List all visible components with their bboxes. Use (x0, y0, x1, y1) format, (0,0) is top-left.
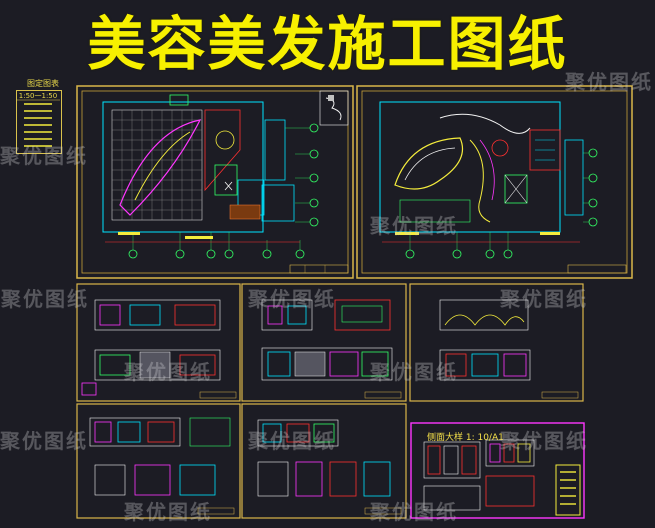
floor-plan-sheet-right (356, 85, 633, 279)
legend-table (16, 99, 60, 147)
page-title: 美容美发施工图纸 (87, 10, 568, 78)
detail-sheet-magenta (410, 422, 585, 519)
elevation-sheet-5 (241, 403, 407, 519)
floor-plan-sheet-left (76, 85, 354, 279)
legend-frame (16, 90, 62, 154)
elevation-sheet-3 (409, 283, 584, 402)
legend-title: 图定图表 (27, 79, 59, 88)
legend-scale: 1:50一1:50 (18, 92, 58, 100)
elevation-sheet-4 (76, 403, 241, 519)
elevation-sheet-2 (241, 283, 407, 402)
detail-label: 侧面大样 1: 10/A1 (427, 433, 504, 443)
elevation-sheet-1 (76, 283, 241, 402)
